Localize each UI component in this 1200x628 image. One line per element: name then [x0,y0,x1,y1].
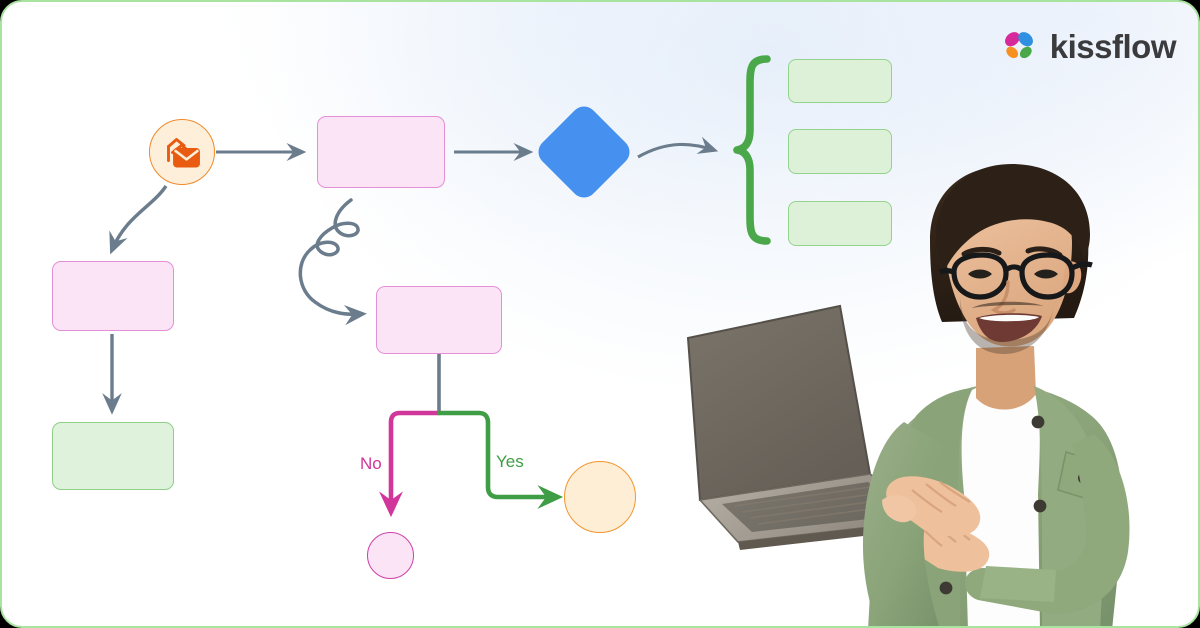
kissflow-logo[interactable]: kissflow [999,26,1177,66]
branch-item-2[interactable] [788,129,892,174]
branch-label-no: No [360,454,382,473]
task-top-node[interactable] [317,116,445,188]
man-with-laptop-photo [642,122,1198,626]
branch-item-1[interactable] [788,59,892,103]
kissflow-butterfly-logo [999,26,1039,66]
branch-label-yes: Yes [496,452,524,471]
end-no-node[interactable] [367,532,414,579]
kissflow-wordmark: kissflow [1049,27,1177,65]
decision-node[interactable] [533,101,635,203]
branch-item-3[interactable] [788,201,892,246]
connector-loop-arrow-to-task-middle [298,198,367,326]
connector-start-to-left-upper [109,185,168,255]
start-mail-node[interactable] [149,119,215,185]
connector-no-branch [379,410,442,518]
task-middle-node[interactable] [376,286,502,354]
end-yes-node[interactable] [564,461,636,533]
mail-envelope-icon [167,138,200,168]
task-left-lower-node[interactable] [52,422,174,490]
man-with-laptop-illustration [686,164,1130,626]
task-left-upper-node[interactable] [52,261,174,331]
